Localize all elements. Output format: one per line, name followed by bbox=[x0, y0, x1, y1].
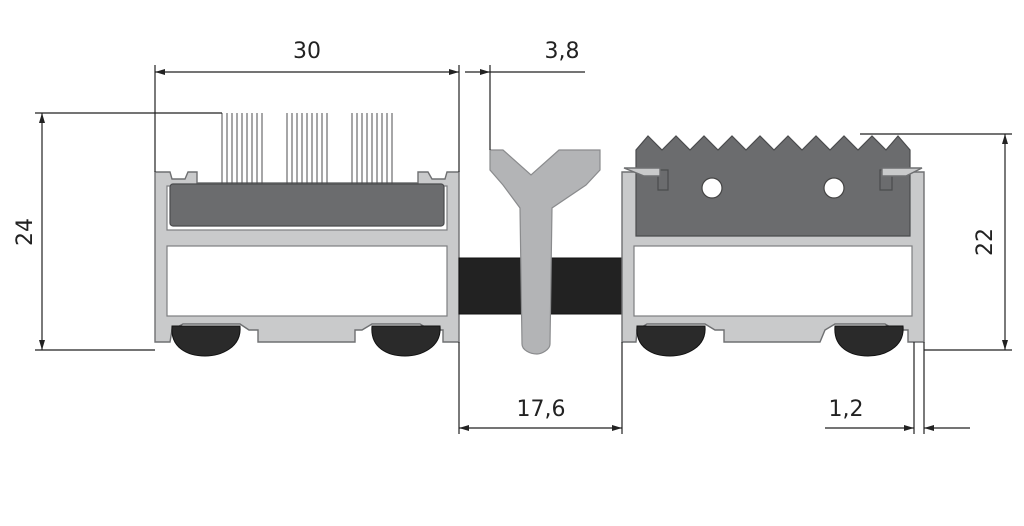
dimension-label-3-8: 3,8 bbox=[545, 39, 580, 64]
dimension-label-24: 24 bbox=[13, 218, 38, 246]
right-profile-rubber bbox=[621, 135, 925, 357]
bristle-bundle-1 bbox=[221, 113, 263, 184]
right-hollow-chamber bbox=[633, 245, 913, 317]
right-clip-lip-right bbox=[881, 167, 923, 177]
insert-hole-1 bbox=[701, 177, 723, 199]
dimension-1-2: 1,2 bbox=[825, 342, 970, 434]
dimension-label-1-2: 1,2 bbox=[829, 397, 864, 422]
left-hollow-chamber bbox=[166, 245, 448, 317]
bristle-bundle-3 bbox=[351, 113, 393, 184]
left-profile-brush bbox=[154, 113, 460, 357]
left-rubber-foot-1 bbox=[171, 325, 241, 357]
left-rubber-foot-2 bbox=[371, 325, 441, 357]
right-rubber-foot-2 bbox=[834, 325, 904, 357]
right-clip-lip-left bbox=[623, 167, 661, 177]
dimension-3-8: 3,8 bbox=[465, 39, 585, 150]
bristle-bundle-2 bbox=[286, 113, 328, 184]
dimension-22: 22 bbox=[860, 133, 1012, 351]
brush-insert bbox=[169, 183, 445, 227]
dimension-30: 30 bbox=[154, 39, 460, 172]
dimension-17-6: 17,6 bbox=[458, 342, 623, 434]
insert-hole-2 bbox=[823, 177, 845, 199]
dimension-label-22: 22 bbox=[973, 228, 998, 256]
tee-connector bbox=[489, 149, 601, 355]
dimension-24: 24 bbox=[13, 112, 222, 351]
dimension-label-17-6: 17,6 bbox=[517, 397, 566, 422]
dimension-label-30: 30 bbox=[293, 39, 321, 64]
serrated-rubber-insert bbox=[635, 135, 911, 237]
right-rubber-foot-1 bbox=[636, 325, 706, 357]
